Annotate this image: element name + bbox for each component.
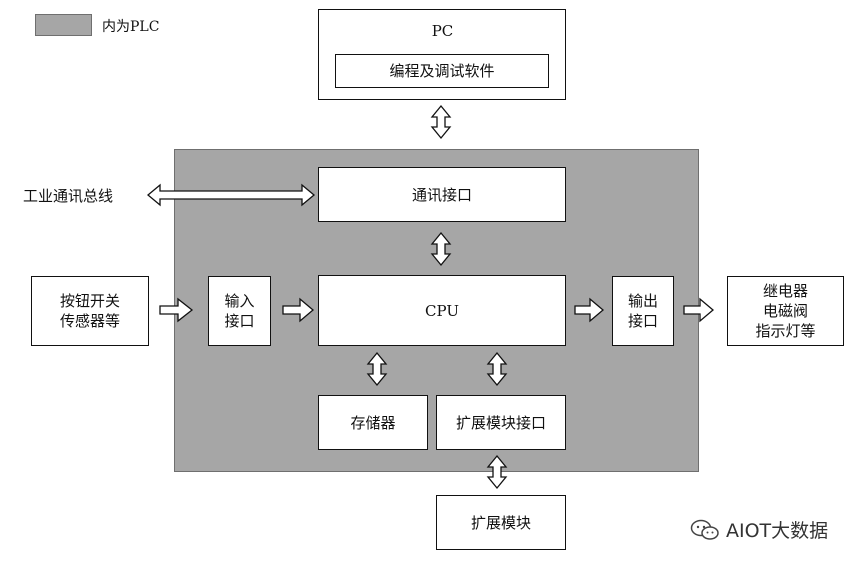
output-devices-line-2: 电磁阀 bbox=[762, 302, 808, 320]
cpu-box: CPU bbox=[318, 275, 566, 346]
input-devices-box: 按钮开关 传感器等 bbox=[31, 276, 149, 346]
output-devices-box: 继电器 电磁阀 指示灯等 bbox=[727, 276, 844, 346]
watermark: AIOT大数据 bbox=[690, 516, 828, 543]
storage-box: 存储器 bbox=[318, 395, 428, 450]
input-interface-line-1: 输入 bbox=[224, 292, 255, 310]
pc-title: PC bbox=[431, 22, 454, 40]
cpu-storage-arrow bbox=[366, 351, 388, 387]
input-devices-arrow bbox=[159, 297, 194, 323]
output-devices-line-1: 继电器 bbox=[762, 282, 808, 300]
comm-interface-box: 通讯接口 bbox=[318, 167, 566, 222]
bus-comm-arrow bbox=[146, 183, 316, 207]
watermark-text: AIOT大数据 bbox=[726, 520, 829, 542]
input-interface-line-2: 接口 bbox=[224, 312, 255, 330]
cpu-output-arrow bbox=[574, 297, 605, 323]
output-devices-arrow bbox=[683, 297, 715, 323]
expansion-module-arrow bbox=[486, 454, 508, 490]
cpu-expansion-arrow bbox=[486, 351, 508, 387]
output-interface-box: 输出 接口 bbox=[612, 276, 674, 346]
legend-label: 内为PLC bbox=[102, 19, 160, 35]
output-interface-line-2: 接口 bbox=[627, 312, 658, 330]
input-interface-box: 输入 接口 bbox=[208, 276, 271, 346]
pc-comm-arrow bbox=[430, 104, 452, 140]
input-cpu-arrow bbox=[282, 297, 315, 323]
input-devices-line-2: 传感器等 bbox=[59, 312, 120, 330]
software-box: 编程及调试软件 bbox=[335, 54, 549, 88]
wechat-icon bbox=[690, 519, 719, 540]
expansion-interface-box: 扩展模块接口 bbox=[436, 395, 566, 450]
legend-swatch bbox=[35, 14, 92, 36]
output-devices-line-3: 指示灯等 bbox=[755, 322, 816, 340]
comm-cpu-arrow bbox=[430, 231, 452, 267]
output-interface-line-1: 输出 bbox=[627, 292, 658, 310]
industrial-bus-label: 工业通讯总线 bbox=[23, 187, 114, 205]
input-devices-line-1: 按钮开关 bbox=[59, 292, 120, 310]
expansion-module-box: 扩展模块 bbox=[436, 495, 566, 550]
